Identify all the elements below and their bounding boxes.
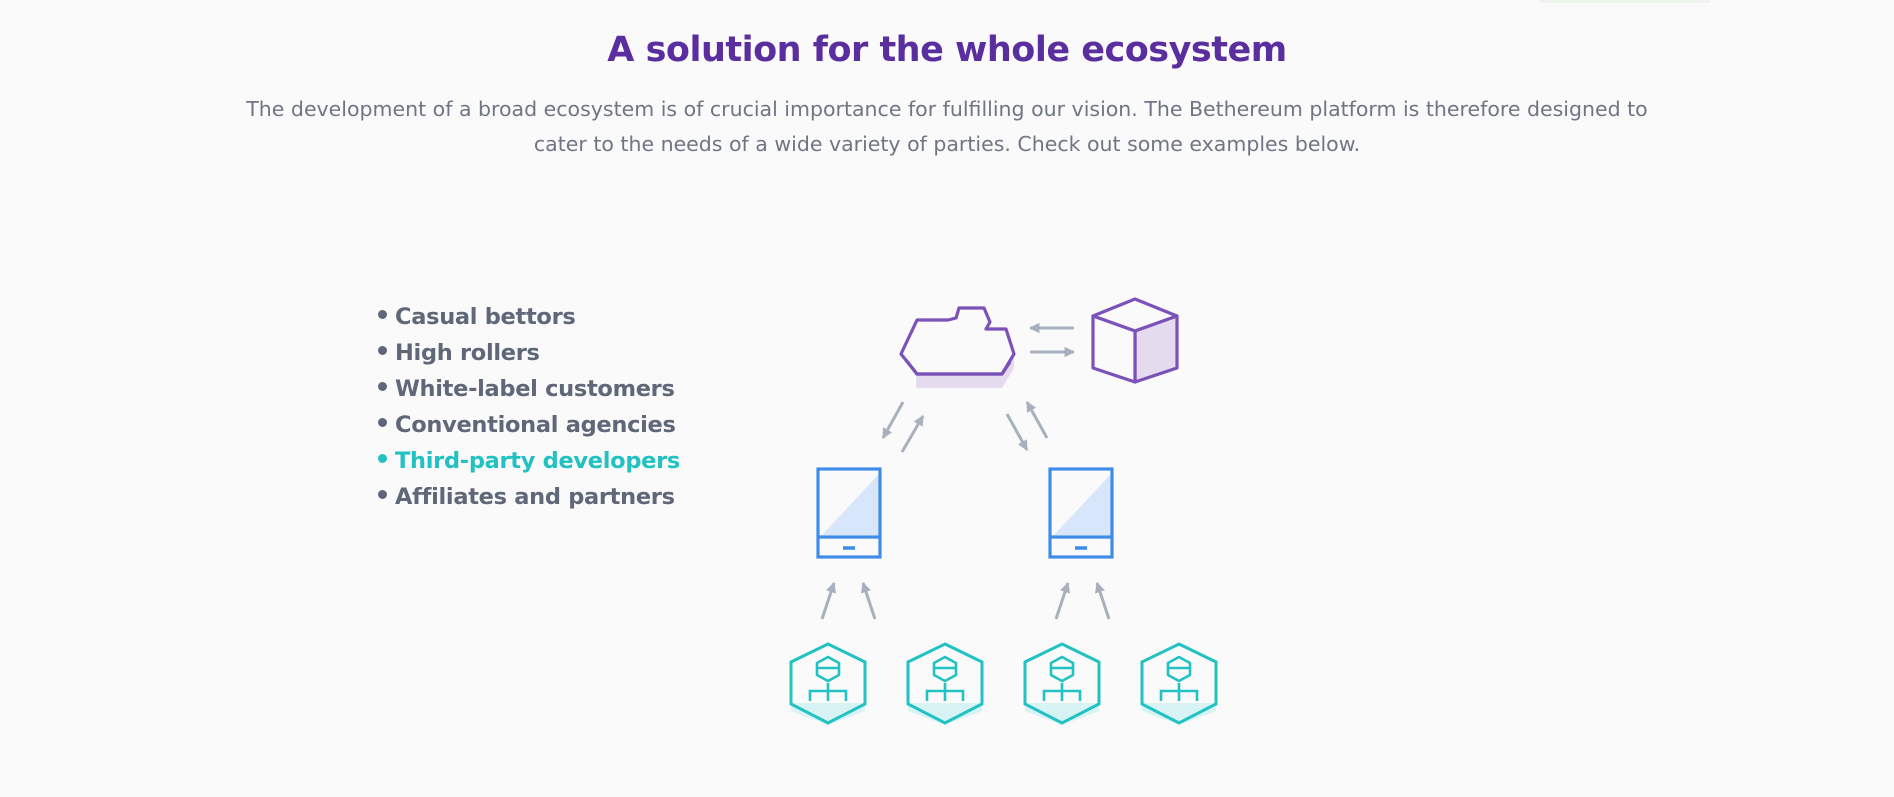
bullet-icon: [378, 310, 387, 319]
user-hexagon-icon: [1023, 642, 1101, 725]
tablet-icon: [816, 467, 882, 559]
arrow-user-to-tablet: [861, 582, 877, 620]
cube-icon: [1091, 297, 1179, 384]
bullet-icon: [378, 346, 387, 355]
party-label: Third-party developers: [395, 448, 680, 474]
arrow-right-tablet-to-cloud: [1025, 401, 1049, 439]
party-label: Casual bettors: [395, 304, 576, 330]
arrow-left-tablet-to-cloud: [900, 415, 925, 453]
ecosystem-diagram: [789, 297, 1218, 725]
party-item-conventional-agencies[interactable]: Conventional agencies: [378, 407, 680, 443]
description-line-2: cater to the needs of a wide variety of …: [533, 132, 1361, 156]
party-label: High rollers: [395, 340, 540, 366]
top-accent-bar: [1540, 0, 1710, 3]
party-item-white-label-customers[interactable]: White-label customers: [378, 371, 680, 407]
user-hexagon-icon: [1140, 642, 1218, 725]
tablet-icon: [1048, 467, 1114, 559]
party-item-affiliates-and-partners[interactable]: Affiliates and partners: [378, 479, 680, 515]
arrow-user-to-tablet: [820, 582, 836, 620]
parties-list: Casual bettors High rollers White-label …: [378, 299, 680, 515]
arrow-user-to-tablet: [1054, 582, 1070, 620]
cloud-icon: [899, 306, 1016, 388]
party-label: Affiliates and partners: [395, 484, 675, 510]
arrow-cloud-to-left-tablet: [881, 401, 905, 439]
party-item-third-party-developers[interactable]: Third-party developers: [378, 443, 680, 479]
party-label: Conventional agencies: [395, 412, 676, 438]
user-hexagon-icon: [906, 642, 984, 725]
bullet-icon: [378, 490, 387, 499]
section-title: A solution for the whole ecosystem: [607, 30, 1287, 70]
arrow-user-to-tablet: [1095, 582, 1111, 620]
description-line-1: The development of a broad ecosystem is …: [246, 97, 1648, 121]
user-hexagon-icon: [789, 642, 867, 725]
bullet-icon: [378, 418, 387, 427]
bullet-icon: [378, 382, 387, 391]
party-item-high-rollers[interactable]: High rollers: [378, 335, 680, 371]
party-item-casual-bettors[interactable]: Casual bettors: [378, 299, 680, 335]
party-label: White-label customers: [395, 376, 675, 402]
arrow-cloud-to-right-tablet: [1005, 413, 1029, 451]
section-description: The development of a broad ecosystem is …: [0, 92, 1894, 162]
bullet-icon: [378, 454, 387, 463]
